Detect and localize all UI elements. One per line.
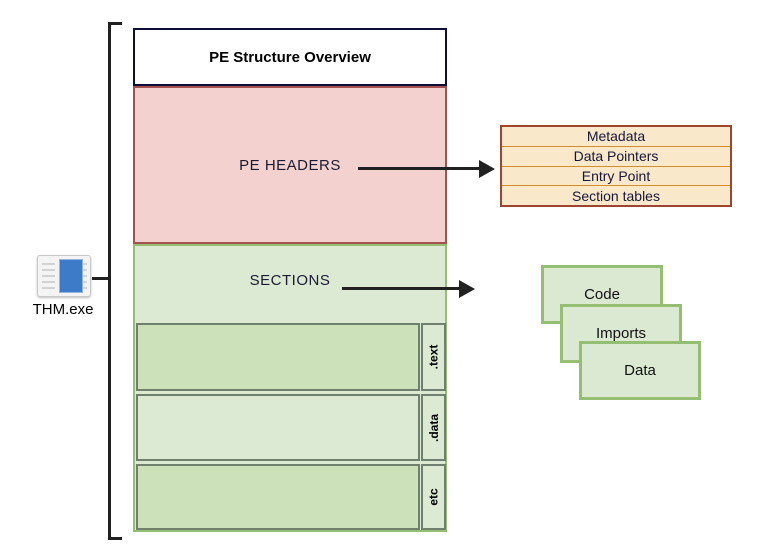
file-name-label: THM.exe <box>32 301 94 318</box>
section-row-text-label: .text <box>426 344 441 370</box>
sections-arrow-head <box>459 280 475 298</box>
icon-blue-panel <box>59 259 83 293</box>
bracket-file-connector <box>92 277 111 280</box>
pe-headers-block: PE HEADERS <box>133 86 447 244</box>
section-row-data-tag: .data <box>421 394 446 461</box>
header-details-table: Metadata Data Pointers Entry Point Secti… <box>500 125 732 207</box>
section-row-text-tag: .text <box>421 323 446 391</box>
header-detail-section-tables: Section tables <box>572 187 660 204</box>
sections-label: SECTIONS <box>249 272 331 289</box>
header-detail-data-pointers: Data Pointers <box>502 147 730 167</box>
header-detail-entry-point: Entry Point <box>502 167 730 187</box>
section-row-etc <box>136 464 420 530</box>
bracket-bottom-tick <box>108 537 122 540</box>
section-row-data <box>136 394 420 461</box>
section-card-data: Data <box>579 341 701 400</box>
section-row-etc-label: etc <box>426 488 441 506</box>
bracket-top-tick <box>108 22 122 25</box>
section-row-text <box>136 323 420 391</box>
executable-file-icon <box>37 255 91 297</box>
pe-headers-arrow-head <box>479 160 495 178</box>
section-row-etc-tag: etc <box>421 464 446 530</box>
header-detail-metadata: Metadata <box>502 127 730 147</box>
sections-arrow-line <box>342 287 460 290</box>
bracket-vertical-line <box>108 22 111 540</box>
diagram-title: PE Structure Overview <box>133 28 447 86</box>
section-row-data-label: .data <box>426 413 441 442</box>
pe-headers-arrow-line <box>358 167 480 170</box>
